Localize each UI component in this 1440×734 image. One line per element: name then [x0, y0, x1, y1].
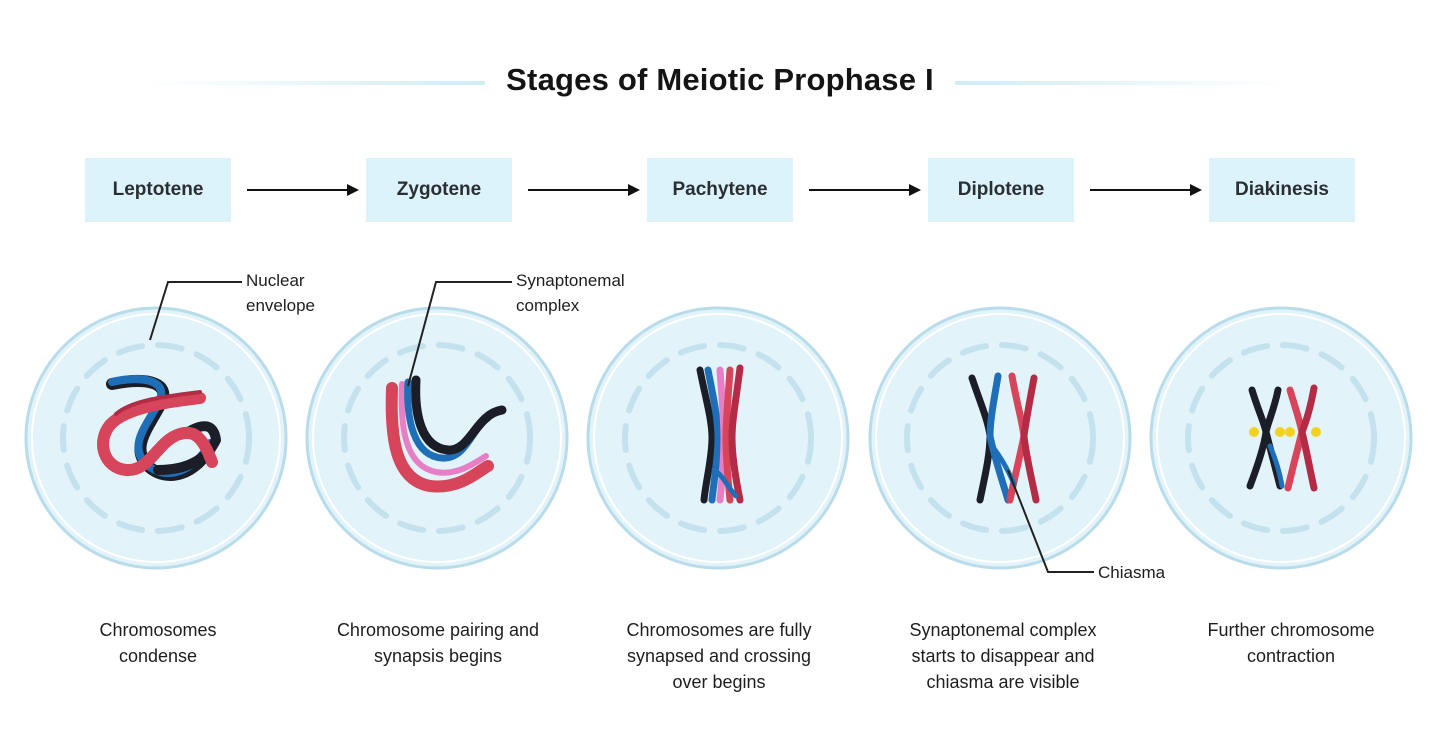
nuclear-envelope-pachytene [622, 342, 814, 534]
cell-rim-diplotene [875, 313, 1125, 563]
title-rule-left [145, 81, 485, 85]
nuclear-envelope-diplotene [904, 342, 1096, 534]
diakinesis-chromosomes [1246, 384, 1321, 492]
chromosome-strand [986, 372, 1012, 504]
chromosome-strand [411, 375, 507, 455]
chiasma-dot [1275, 427, 1285, 437]
stage-box-pachytene: Pachytene [647, 158, 793, 222]
stage-box-leptotene: Leptotene [85, 158, 231, 222]
chromosome-strand [696, 366, 716, 504]
stage-box-zygotene: Zygotene [366, 158, 512, 222]
synaptonemal-label-line2: complex [516, 296, 580, 315]
chromosome-strand [1267, 443, 1285, 489]
pachytene-chromosomes [696, 364, 744, 504]
caption-diakinesis: Further chromosome contraction [1207, 620, 1375, 666]
chromosome-strand [398, 381, 489, 476]
chiasma-dot [1285, 427, 1295, 437]
stage-box-diplotene: Diplotene [928, 158, 1074, 222]
nuclear-envelope-zygotene [341, 342, 533, 534]
chromosome-strand [153, 421, 221, 475]
nuclear-envelope-label: Nuclear envelope [246, 268, 315, 318]
arrow-right-icon [809, 183, 921, 197]
page-title: Stages of Meiotic Prophase I [506, 62, 934, 97]
nuclear-envelope-leptotene [60, 342, 252, 534]
chiasma-leader [1007, 469, 1094, 573]
caption-diplotene: Synaptonemal complex starts to disappear… [909, 620, 1097, 692]
chromosome-strand [1298, 384, 1318, 492]
chromosome-strand [97, 392, 218, 476]
caption-zygotene: Chromosome pairing and synapsis begins [336, 620, 540, 666]
cell-rim-zygotene [312, 313, 562, 563]
chiasma-dot [1249, 427, 1259, 437]
nuclear-envelope-leader [149, 281, 242, 341]
chromosome-strand [711, 467, 739, 499]
chromosome-strand [385, 382, 494, 493]
arrow-right-icon [247, 183, 359, 197]
cell-rim-leptotene [31, 313, 281, 563]
chromosome-strand [722, 366, 734, 504]
synaptonemal-complex-label: Synaptonemal complex [516, 268, 625, 318]
title-bar: Stages of Meiotic Prophase I [0, 60, 1440, 104]
nuclear-envelope-label-line1: Nuclear [246, 271, 305, 290]
synaptonemal-leader [407, 281, 512, 387]
arrow-right-icon [528, 183, 640, 197]
nuclear-envelope-label-line2: envelope [246, 296, 316, 315]
cell-rim-diakinesis [1156, 313, 1406, 563]
zygotene-chromosomes [385, 375, 507, 493]
chromosome-strand [704, 366, 722, 504]
chromosome-strand [114, 390, 202, 416]
synaptonemal-label-line1: Synaptonemal [516, 271, 625, 290]
stage-box-diakinesis: Diakinesis [1209, 158, 1355, 222]
cell-rim-pachytene [593, 313, 843, 563]
chromosome-strand [728, 364, 744, 504]
nuclear-envelope-diakinesis [1185, 342, 1377, 534]
chiasma-dot [1311, 427, 1321, 437]
caption-leptotene: Chromosomes condense [99, 620, 217, 666]
arrow-right-icon [1090, 183, 1202, 197]
caption-pachytene: Chromosomes are fully synapsed and cross… [626, 620, 812, 692]
chromosome-strand [1020, 374, 1040, 504]
chiasma-label: Chiasma [1098, 563, 1166, 582]
leptotene-chromosomes [97, 375, 221, 481]
title-rule-right [955, 81, 1290, 85]
